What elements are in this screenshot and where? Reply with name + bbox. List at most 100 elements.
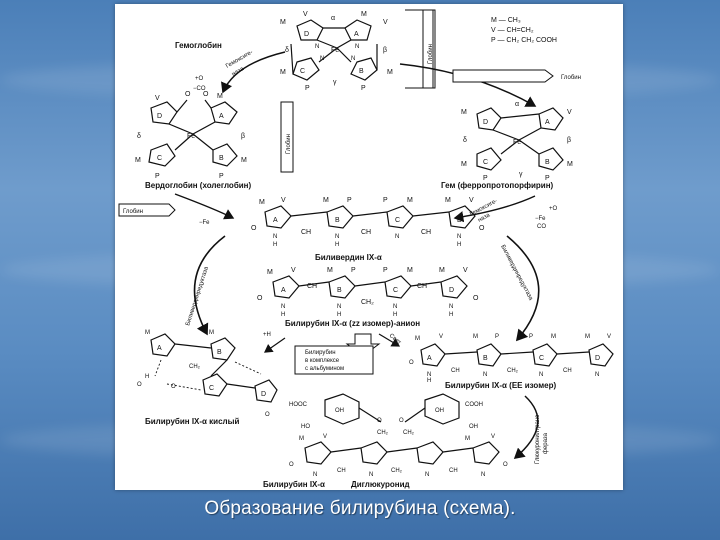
ring-label: D [595,355,600,362]
globin-right-label: Глобин [561,75,581,81]
oxygen-atom: O [473,295,479,302]
substituent-label: M [465,436,470,442]
methylene-bridge: CH₂ [361,299,374,306]
ring-label: D [483,119,488,126]
oxygen-atom: O [257,295,263,302]
albumin-complex-box [294,345,374,375]
bridge-label: δ [463,137,467,144]
nitrogen-atom: N [281,304,285,310]
nitrogen-atom: N [355,44,359,50]
hydrogen-bonds [154,359,262,391]
substituent-label: M [551,334,556,340]
legend-propionate: P — CH₂ CH₂ COOH [491,37,557,44]
substituent-label: M [473,334,478,340]
ring-label: A [219,113,224,120]
nitrogen-atom: N [351,56,355,62]
methine-bridge: CH [451,368,460,374]
bilirubin-acid-structure [150,333,278,403]
substituent-label: M [567,161,573,168]
substituent-label: M [407,267,413,274]
ring-label: A [273,217,278,224]
arrow-reductase-right [506,235,540,342]
substituent-label: V [383,19,388,26]
enzyme-label: наза [231,66,246,78]
globin-removal-arrow-left [118,203,176,217]
ring-label: C [300,68,305,75]
nitrogen-atom: N [337,304,341,310]
methine-bridge: CH [307,283,317,290]
substituent-label: V [323,434,327,440]
methine-bridge: CH [563,368,572,374]
nitrogen-atom: N [425,472,429,478]
substituent-label: P [219,173,224,180]
ring-label: C [209,385,214,392]
oxygen-atom: O [409,360,414,366]
substituent-label: P [155,173,160,180]
ring-label: D [449,287,454,294]
ring-label: D [304,31,309,38]
ring-label: C [157,155,162,162]
arrow-reductase-left [193,235,226,336]
substituent-label: M [280,19,286,26]
oxygen-atom: O [265,412,270,418]
bilirubin-ee-structure [420,343,614,367]
reductase-label-right: Биливердинредуктаза [499,244,534,302]
substituent-label: P [351,267,356,274]
methine-bridge: CH [337,468,346,474]
co-label: −CO [193,86,206,92]
verdoglobin-structure [148,99,238,167]
substituent-label: M [327,267,333,274]
ring-label: A [157,345,162,352]
substituent-label: M [439,267,445,274]
methylene-bridge: CH₂ [189,364,201,370]
bridge-label: α [331,15,335,22]
bridge-label: δ [137,133,141,140]
substituent-label: M [415,336,420,342]
globin-removal-arrow [452,69,554,83]
hydrogen-atom: H [449,312,453,318]
hydroxyl-group: OH [435,408,444,414]
substituent-label: V [463,267,468,274]
ring-label: C [539,355,544,362]
oxygen-atom: O [503,462,508,468]
iron-atom: Fe [331,47,339,54]
substituent-label: M [259,199,265,206]
nitrogen-atom: N [427,372,431,378]
hydrogen-atom: H [335,242,339,248]
bridge-label: γ [333,79,337,86]
bilirubin-diglucuronide-structure [304,441,500,465]
hydroxyl-group: OH [335,408,344,414]
substituent-label: M [280,69,286,76]
enzyme-label: фераза [543,432,549,454]
substituent-label: P [347,197,352,204]
bilirubin-ee-label: Билирубин IX-α (ЕЕ изомер) [445,381,556,390]
bilirubin-bottom-label: Билирубин IX-α [263,480,325,489]
bilirubin-zz-label: Билирубин IX-α (zz изомер)-анион [285,319,420,328]
bilirubin-zz-structure [272,275,468,299]
co-label: CO [537,224,546,230]
nitrogen-atom: N [539,372,543,378]
carboxyl-group: HOOC [289,402,308,408]
methine-bridge: CH [421,229,431,236]
substituent-label: V [567,109,572,116]
hemoglobin-structure [290,19,378,81]
iron-atom: Fe [513,139,521,146]
bridge-label: α [515,101,519,108]
ring-label: B [217,349,222,356]
methine-bridge: CH [449,468,458,474]
substituent-label: P [483,175,488,182]
substituent-label: M [387,69,393,76]
substituent-label: M [461,109,467,116]
verdoglobin-label: Вердоглобин (холеглобин) [145,181,252,190]
nitrogen-atom: N [483,372,487,378]
ring-label: C [393,287,398,294]
verdoglobin-globin-bracket [280,101,294,173]
substituent-label: M [241,157,247,164]
globin-bracket [405,9,436,89]
ring-label: A [354,31,359,38]
iron-removal-label: −Fe [535,216,546,222]
diagram-panel: M V M V D A C B Fe N N N N α δ β γ M M P… [115,4,623,490]
substituent-label: M [585,334,590,340]
substituent-label: P [383,267,388,274]
nitrogen-atom: N [335,234,339,240]
